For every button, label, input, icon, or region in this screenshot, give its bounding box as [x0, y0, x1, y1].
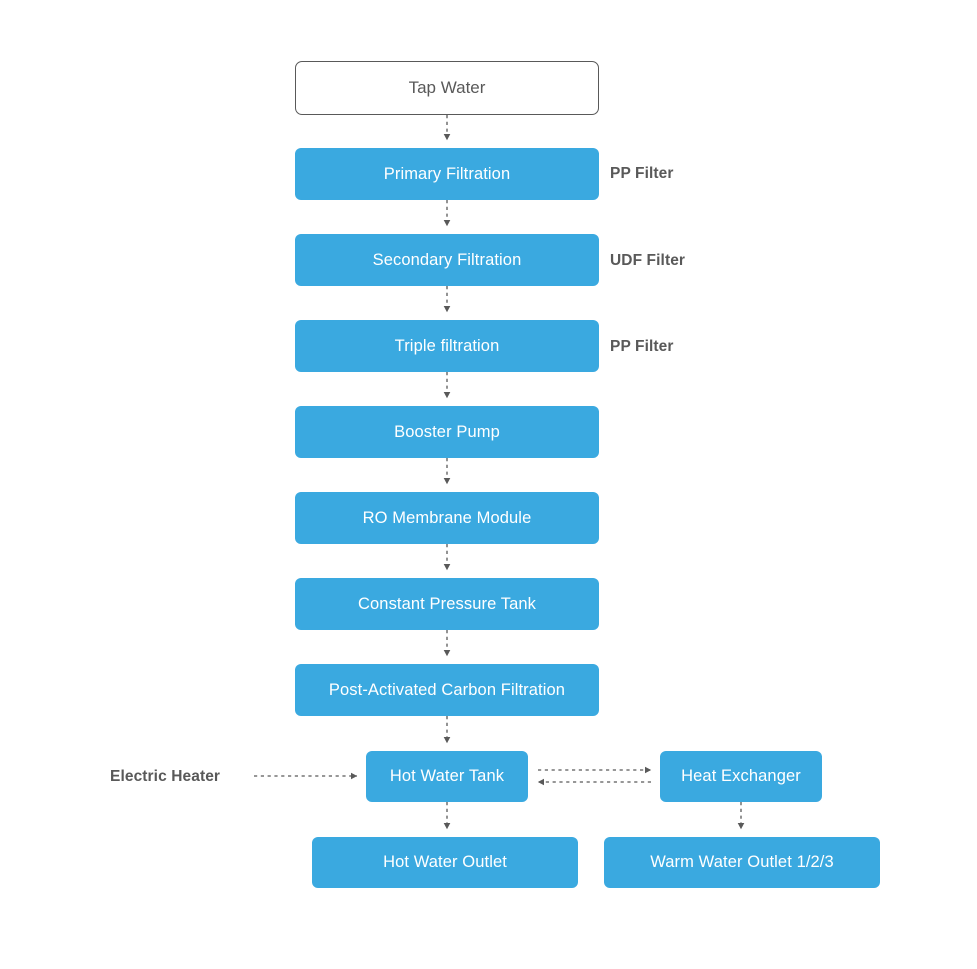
side-label-electric-heater: Electric Heater: [110, 768, 221, 785]
node-label: Hot Water Tank: [389, 767, 505, 786]
side-label-pp-filter-primary: PP Filter: [610, 165, 674, 182]
node-label: Hot Water Outlet: [383, 853, 507, 872]
node-hot-water-outlet[interactable]: Hot Water Outlet: [312, 837, 578, 888]
node-label: Heat Exchanger: [681, 767, 801, 786]
node-label: Post-Activated Carbon Filtration: [328, 680, 566, 699]
node-triple-filtration[interactable]: Triple filtration: [295, 320, 599, 372]
node-label: Primary Filtration: [383, 164, 511, 183]
node-heat-exchanger[interactable]: Heat Exchanger: [660, 751, 822, 802]
node-secondary-filtration[interactable]: Secondary Filtration: [295, 234, 599, 286]
node-label: RO Membrane Module: [362, 508, 532, 527]
node-hot-water-tank[interactable]: Hot Water Tank: [366, 751, 528, 802]
node-tap-water[interactable]: Tap Water: [295, 61, 599, 115]
node-ro-membrane-module[interactable]: RO Membrane Module: [295, 492, 599, 544]
node-booster-pump[interactable]: Booster Pump: [295, 406, 599, 458]
node-warm-water-outlet[interactable]: Warm Water Outlet 1/2/3: [604, 837, 880, 888]
node-label: Tap Water: [408, 77, 486, 97]
node-post-activated-carbon-filtration[interactable]: Post-Activated Carbon Filtration: [295, 664, 599, 716]
node-label: Booster Pump: [394, 422, 500, 441]
node-constant-pressure-tank[interactable]: Constant Pressure Tank: [295, 578, 599, 630]
node-primary-filtration[interactable]: Primary Filtration: [295, 148, 599, 200]
node-label: Warm Water Outlet 1/2/3: [650, 853, 834, 872]
side-label-pp-filter-triple: PP Filter: [610, 338, 674, 355]
node-label: Constant Pressure Tank: [358, 594, 536, 613]
node-label: Triple filtration: [394, 336, 500, 355]
node-label: Secondary Filtration: [372, 250, 522, 269]
side-label-udf-filter: UDF Filter: [610, 252, 686, 269]
